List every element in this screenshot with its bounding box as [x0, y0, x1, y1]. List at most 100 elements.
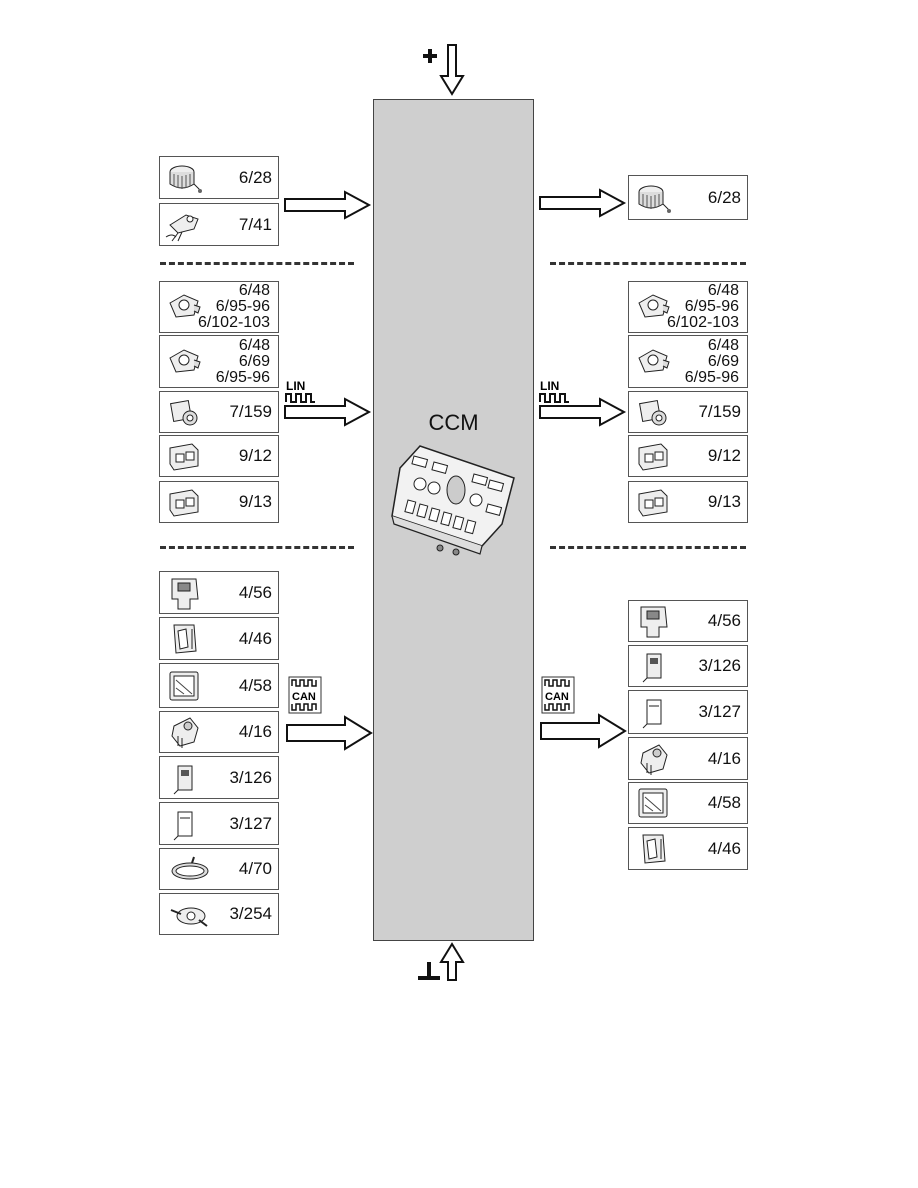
switch-module-icon: [638, 443, 668, 471]
sensor-bracket-icon: [165, 213, 199, 241]
sensor-icon: [169, 399, 198, 426]
climate-control-panel-icon: [391, 445, 515, 556]
component-label: 9/12: [238, 446, 272, 465]
component-box: 9/13: [628, 481, 748, 523]
component-box: 6/48 6/69 6/95-96: [628, 335, 748, 388]
switch-icon: [173, 765, 193, 794]
component-label: 4/56: [707, 611, 741, 630]
component-label: 4/46: [707, 838, 741, 858]
component-box: 3/126: [159, 756, 279, 799]
component-label: 9/12: [707, 446, 741, 465]
separator-left-2: [160, 546, 354, 549]
output-arrow-lin: [539, 397, 627, 427]
control-module-icon: [642, 834, 666, 864]
component-box: 4/56: [628, 600, 748, 642]
component-box: 3/254: [159, 893, 279, 935]
component-label: 9/13: [707, 492, 741, 511]
lin-bus-icon-left: LIN: [285, 379, 315, 403]
control-module-icon: [171, 578, 199, 609]
component-box: 4/16: [159, 711, 279, 753]
component-label: 4/56: [238, 582, 272, 602]
component-box: 6/48 6/95-96 6/102-103: [628, 281, 748, 333]
component-label: 7/159: [698, 402, 741, 421]
component-label: 9/13: [238, 492, 272, 511]
can-bus-icon-left: CAN: [288, 676, 322, 714]
component-box: 6/48 6/69 6/95-96: [159, 335, 279, 388]
component-label: 4/16: [238, 722, 272, 741]
component-box: 9/13: [159, 481, 279, 523]
can-label-left: CAN: [292, 691, 316, 703]
component-label: 4/16: [707, 748, 741, 768]
control-module-icon: [169, 671, 199, 700]
sensor-icon: [638, 399, 667, 426]
control-module-icon: [171, 717, 199, 748]
control-module-icon: [638, 788, 668, 818]
steering-wheel-module-icon: [170, 907, 208, 927]
ground-icon: [418, 942, 465, 981]
separator-left-1: [160, 262, 354, 265]
actuator-motor-icon: [638, 294, 670, 318]
input-arrow-group1: [284, 190, 372, 220]
actuator-motor-icon: [169, 348, 201, 373]
lin-label-left: LIN: [286, 379, 305, 393]
can-bus-icon-right: CAN: [541, 676, 575, 714]
power-supply-icon: [423, 44, 465, 96]
actuator-motor-icon: [638, 348, 670, 373]
component-label: 6/48 6/69 6/95-96: [215, 336, 270, 386]
blower-motor-icon: [169, 165, 202, 193]
component-label: 7/41: [238, 214, 272, 234]
switch-module-icon: [169, 489, 199, 517]
component-label: 6/48 6/69 6/95-96: [684, 336, 739, 386]
component-box: 4/56: [159, 571, 279, 614]
component-label: 6/48 6/95-96 6/102-103: [197, 282, 270, 331]
switch-module-icon: [169, 443, 199, 471]
ccm-module-block: CCM: [373, 99, 534, 941]
component-box: 4/46: [159, 617, 279, 660]
input-arrow-can: [286, 715, 373, 751]
switch-icon: [642, 653, 662, 683]
component-label: 3/127: [229, 813, 272, 833]
input-arrow-lin: [284, 397, 372, 427]
component-label: 4/46: [238, 628, 272, 648]
ccm-title: CCM: [428, 410, 479, 435]
component-label: 3/127: [698, 702, 741, 721]
switch-module-icon: [638, 489, 668, 517]
component-box: 6/48 6/95-96 6/102-103: [159, 281, 279, 333]
component-box: 9/12: [159, 435, 279, 477]
component-box: 6/28: [628, 175, 748, 220]
component-label: 3/254: [229, 904, 272, 923]
component-box: 4/46: [628, 827, 748, 870]
rear-view-mirror-icon: [171, 856, 209, 880]
component-box: 3/127: [628, 690, 748, 734]
component-label: 4/70: [238, 859, 272, 878]
component-label: 6/28: [707, 187, 741, 207]
component-label: 3/126: [698, 656, 741, 675]
component-box: 7/159: [628, 391, 748, 433]
component-box: 3/127: [159, 802, 279, 845]
component-label: 3/126: [229, 767, 272, 787]
control-module-icon: [640, 606, 668, 638]
component-label: 7/159: [229, 402, 272, 421]
separator-right-1: [550, 262, 746, 265]
component-label: 6/48 6/95-96 6/102-103: [666, 282, 739, 331]
control-module-icon: [173, 624, 197, 654]
component-box: 3/126: [628, 645, 748, 687]
component-box: 4/70: [159, 848, 279, 890]
lin-label-right: LIN: [540, 379, 559, 393]
component-box: 7/41: [159, 203, 279, 246]
component-box: 6/28: [159, 156, 279, 199]
component-label: 4/58: [238, 675, 272, 695]
component-label: 6/28: [238, 167, 272, 187]
component-box: 4/58: [628, 782, 748, 824]
separator-right-2: [550, 546, 746, 549]
component-label: 4/58: [707, 793, 741, 812]
component-box: 4/16: [628, 737, 748, 780]
output-arrow-group1: [539, 188, 627, 218]
output-arrow-can: [540, 713, 627, 749]
switch-icon: [173, 811, 193, 840]
can-label-right: CAN: [545, 691, 569, 703]
component-box: 9/12: [628, 435, 748, 477]
switch-icon: [642, 699, 662, 729]
blower-motor-icon: [638, 185, 671, 213]
actuator-motor-icon: [169, 294, 201, 318]
